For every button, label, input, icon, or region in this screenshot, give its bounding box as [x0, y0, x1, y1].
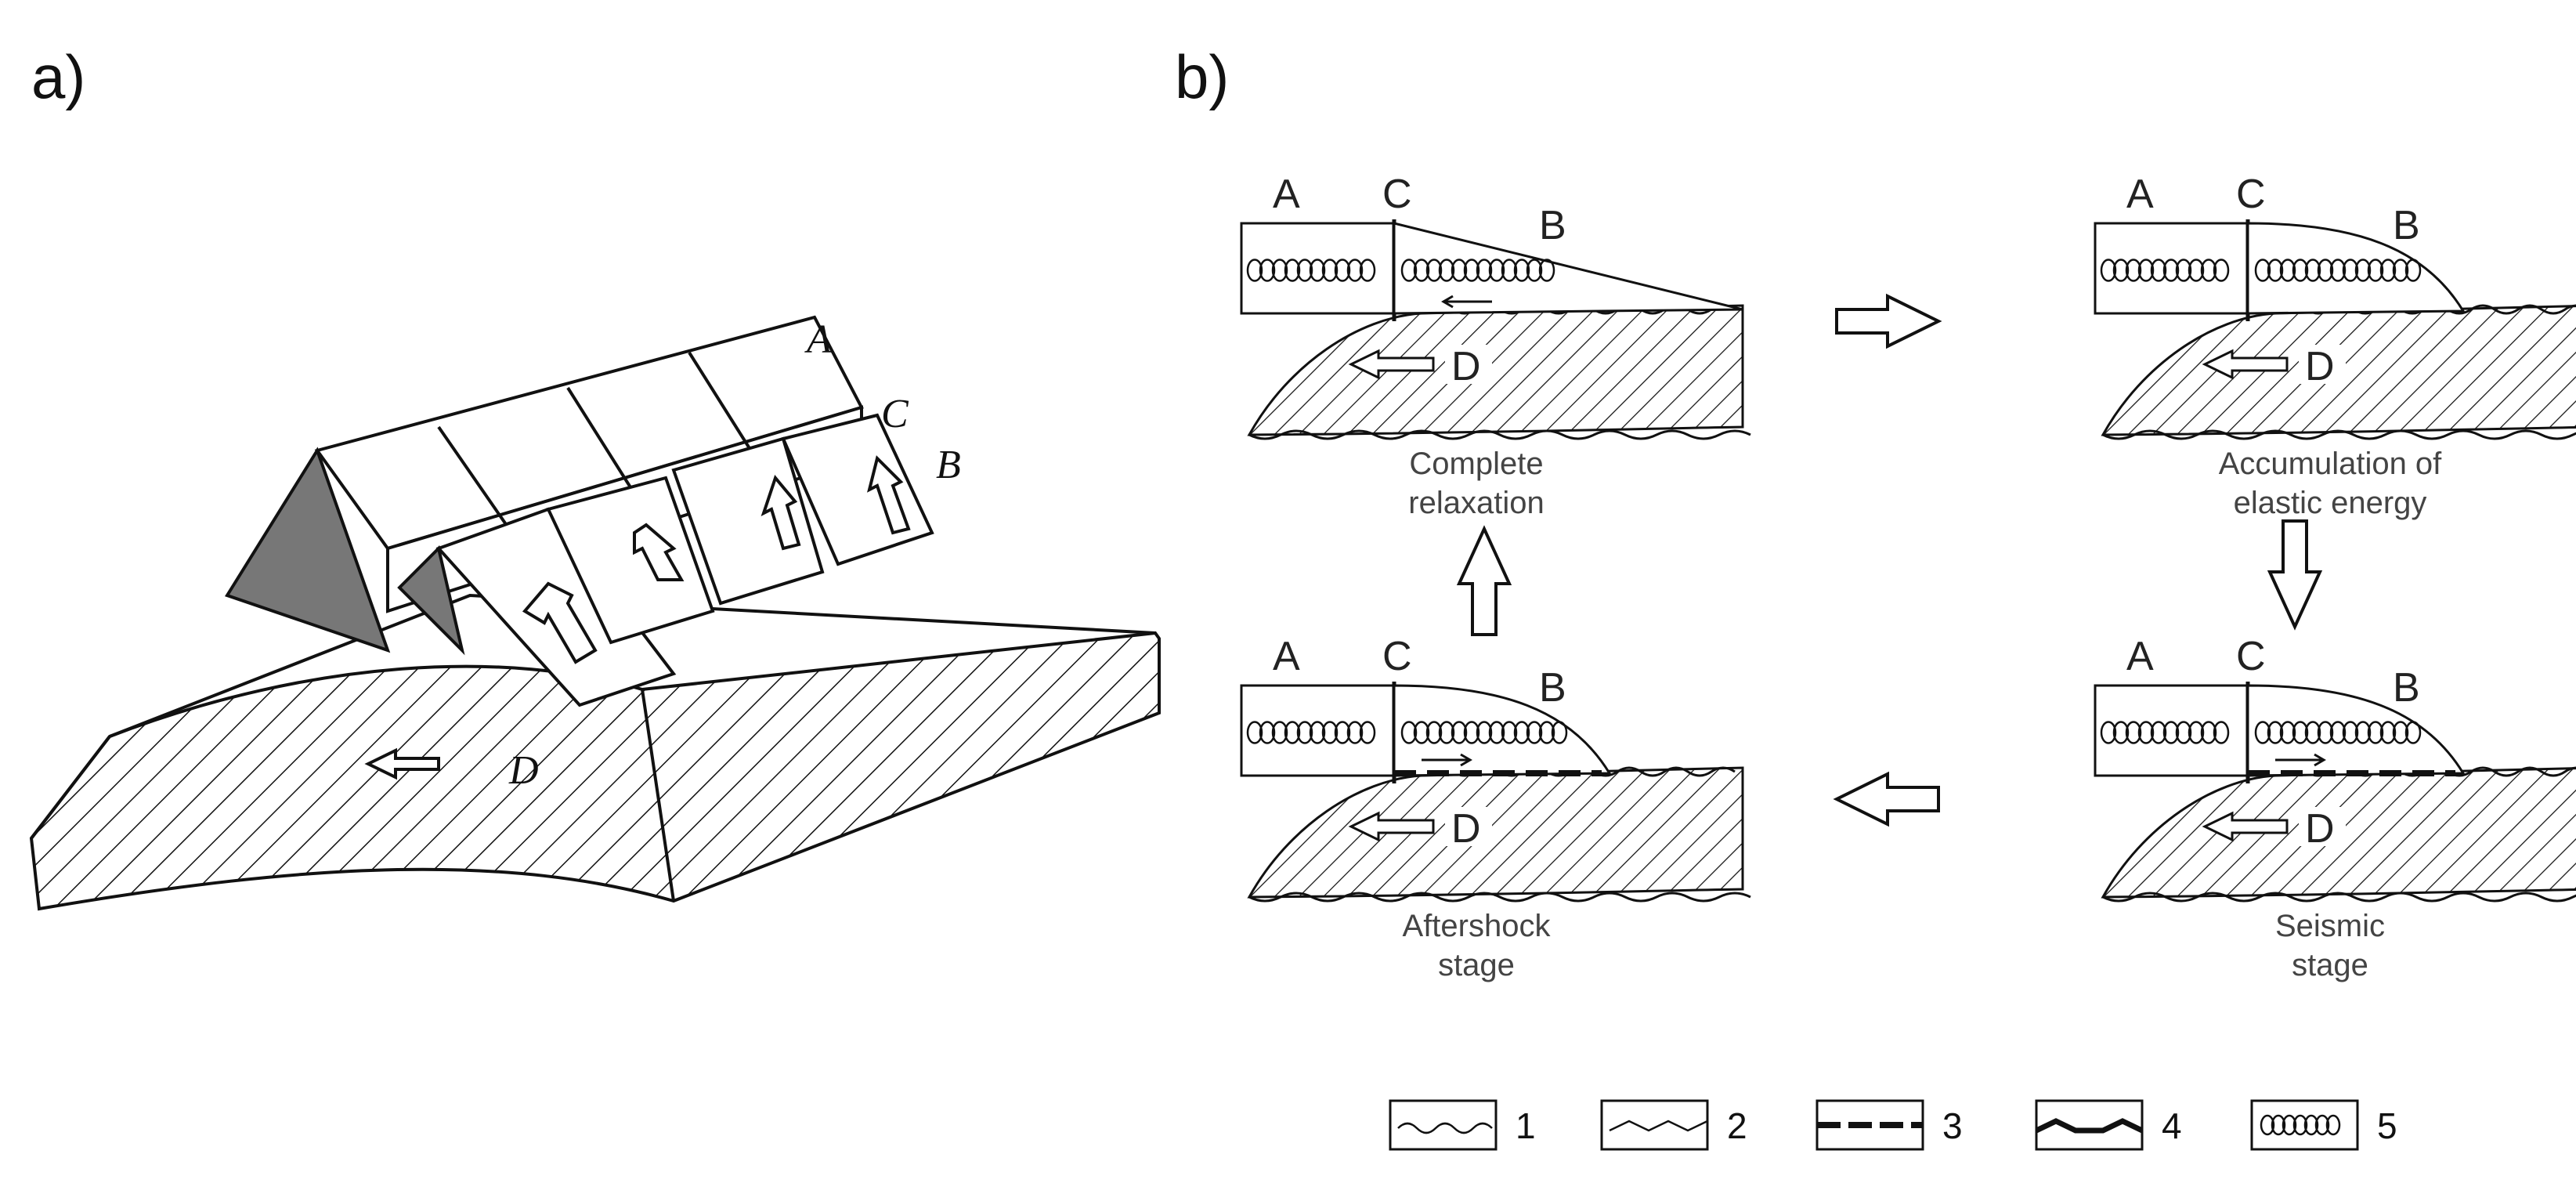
label-a: A — [804, 317, 832, 362]
label-b: B — [2393, 203, 2420, 248]
panel-a-label: a) — [31, 42, 85, 111]
arrow-d-left — [364, 747, 440, 780]
stage-seismic: A C B D Seismic stage — [2094, 634, 2576, 982]
stage-caption-line2: elastic energy — [2234, 486, 2427, 520]
block-a — [2094, 684, 2249, 777]
label-b: B — [936, 443, 961, 487]
label-b: B — [2393, 665, 2420, 711]
stage-caption-line1: Aftershock — [1403, 909, 1552, 943]
arrow-to-seismic — [2267, 519, 2323, 631]
legend-item-3: 3 — [1815, 1099, 1963, 1151]
label-c: C — [1382, 634, 1412, 679]
block-a — [1240, 684, 1396, 777]
label-b: B — [1539, 203, 1566, 248]
label-d: D — [1451, 344, 1481, 389]
label-a: A — [2126, 634, 2154, 679]
label-a: A — [1273, 172, 1300, 217]
arrow-d — [2202, 349, 2289, 380]
plate-d — [1247, 766, 1744, 899]
stage-caption-line2: stage — [1438, 948, 1515, 982]
legend-item-2: 2 — [1600, 1099, 1747, 1151]
arrow-d — [2202, 811, 2289, 842]
legend-number: 1 — [1516, 1105, 1536, 1146]
arrow-to-accumulation — [1835, 293, 1942, 349]
stage-caption-line1: Complete — [1409, 447, 1543, 481]
label-c: C — [1382, 172, 1412, 217]
block-a — [2094, 222, 2249, 315]
arrow-d — [1348, 811, 1435, 842]
label-b: B — [1539, 665, 1566, 711]
label-a: A — [1273, 634, 1300, 679]
label-d: D — [508, 748, 539, 793]
label-d: D — [1451, 806, 1481, 852]
legend-item-4: 4 — [2035, 1099, 2182, 1151]
legend-item-5: 5 — [2250, 1099, 2397, 1151]
label-a: A — [2126, 172, 2154, 217]
stage-caption-line1: Seismic — [2275, 909, 2385, 943]
label-d: D — [2305, 806, 2335, 852]
legend-item-1: 1 — [1389, 1099, 1536, 1151]
arrow-d — [1348, 349, 1435, 380]
legend: 1 2 3 4 5 — [1389, 1099, 2397, 1151]
stage-caption-line2: stage — [2292, 948, 2368, 982]
legend-number: 4 — [2162, 1105, 2182, 1146]
legend-number: 2 — [1727, 1105, 1747, 1146]
label-c: C — [2236, 172, 2266, 217]
stage-caption-line2: relaxation — [1408, 486, 1544, 520]
block-b — [1393, 222, 1743, 315]
panel-b-label: b) — [1175, 42, 1229, 111]
legend-number: 3 — [1942, 1105, 1963, 1146]
stage-complete-relaxation: A C B D Complete relaxation — [1240, 172, 1751, 520]
stage-accumulation: A C B D Accumulation of elastic energy — [2094, 172, 2576, 520]
label-d: D — [2305, 344, 2335, 389]
blocks-b: C B — [397, 392, 961, 707]
stage-caption-line1: Accumulation of — [2219, 447, 2442, 481]
legend-number: 5 — [2377, 1105, 2397, 1146]
block-a — [1240, 222, 1396, 315]
plate-d — [1247, 304, 1744, 436]
panel-a: a) D A — [29, 42, 1161, 911]
label-c: C — [2236, 634, 2266, 679]
arrow-to-aftershock — [1833, 771, 1940, 827]
stage-aftershock: A C B D Aftershock stage — [1240, 634, 1751, 982]
arrow-to-relaxation — [1456, 525, 1512, 636]
label-c: C — [881, 392, 909, 436]
